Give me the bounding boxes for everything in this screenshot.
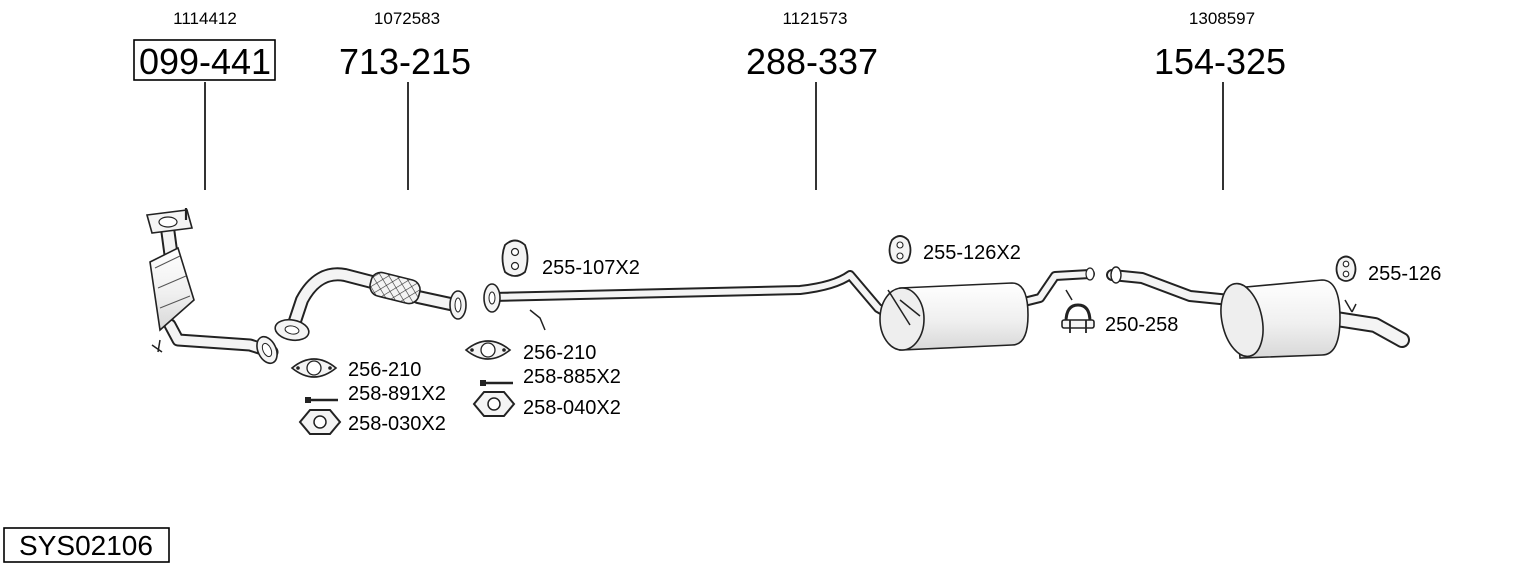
section-code-1[interactable]: 099-441 (139, 41, 271, 82)
bolt-icon[interactable] (480, 380, 513, 386)
hex-nut-icon[interactable] (298, 409, 342, 435)
accessory-label-bolt-1: 258-891X2 (348, 383, 446, 405)
system-code-frame (3, 527, 170, 563)
catalytic-converter-part[interactable] (145, 208, 281, 366)
flange-gasket-icon[interactable] (290, 358, 338, 378)
bolt-icon[interactable] (305, 397, 338, 403)
front-flex-pipe-part[interactable] (274, 267, 467, 342)
hanger-icon[interactable] (501, 239, 529, 277)
hex-nut-icon[interactable] (472, 391, 516, 417)
section-code-3[interactable]: 288-337 (746, 41, 878, 82)
accessory-label-nut-1: 258-030X2 (348, 413, 446, 435)
pipe-clamp-icon[interactable] (1061, 303, 1095, 333)
hanger-icon[interactable] (888, 235, 912, 264)
accessory-label-clamp: 250-258 (1105, 314, 1178, 336)
flange-gasket-icon[interactable] (464, 340, 512, 360)
accessory-label-hanger-2: 255-126X2 (923, 242, 1021, 264)
accessory-label-gasket-1: 256-210 (348, 359, 421, 381)
section-code-4[interactable]: 154-325 (1154, 41, 1286, 82)
section-ref-4: 1308597 (1189, 9, 1255, 28)
system-code: SYS02106 (19, 530, 153, 561)
accessory-label-hanger-3: 255-126 (1368, 263, 1441, 285)
accessory-label-bolt-2: 258-885X2 (523, 366, 621, 388)
section-ref-1: 1114412 (173, 9, 237, 28)
rear-silencer-part[interactable] (1106, 266, 1410, 360)
section-header-2: 1072583 713-215 (339, 9, 471, 190)
section-header-1: 1114412 099-441 (133, 9, 276, 190)
system-code-box: SYS02106 (3, 527, 170, 563)
section-ref-2: 1072583 (374, 9, 440, 28)
accessory-label-nut-2: 258-040X2 (523, 397, 621, 419)
centre-silencer-part[interactable] (483, 267, 1095, 351)
hanger-icon[interactable] (1335, 255, 1357, 282)
accessory-label-gasket-2: 256-210 (523, 342, 596, 364)
section-header-3: 1121573 288-337 (746, 9, 878, 190)
section-header-4: 1308597 154-325 (1154, 9, 1286, 190)
accessory-label-hanger-1: 255-107X2 (542, 257, 640, 279)
section-ref-3: 1121573 (783, 9, 848, 28)
code-box-1 (133, 39, 276, 81)
section-code-2[interactable]: 713-215 (339, 41, 471, 82)
